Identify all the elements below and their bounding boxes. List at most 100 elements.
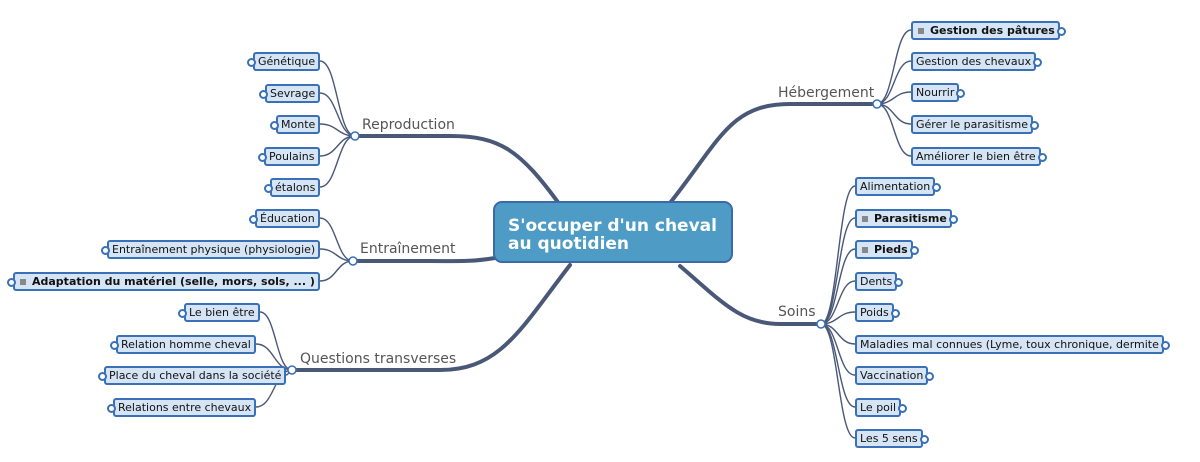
topic-node[interactable]: Éducation — [249, 209, 320, 228]
expand-handle-icon[interactable] — [259, 90, 268, 99]
expand-handle-icon[interactable] — [948, 215, 958, 224]
collapsed-marker-icon[interactable] — [862, 215, 868, 222]
topic-node[interactable]: Le bien être — [178, 303, 260, 322]
topic-node[interactable]: Maladies mal connues (Lyme, toux chroniq… — [855, 335, 1170, 354]
expand-handle-icon[interactable] — [909, 246, 919, 255]
collapsed-marker-icon[interactable] — [918, 27, 924, 34]
topic-node[interactable]: Vaccination — [855, 366, 935, 385]
expand-handle-icon[interactable] — [898, 404, 908, 413]
topic-label: Le bien être — [189, 306, 255, 319]
topic-node[interactable]: Relations entre chevaux — [107, 398, 257, 417]
topic-label: Gestion des pâtures — [930, 24, 1055, 37]
topic-node[interactable]: Place du cheval dans la société — [98, 366, 287, 385]
topic-node[interactable]: Génétique — [247, 52, 321, 71]
expand-handle-icon[interactable] — [925, 372, 935, 381]
topic-node[interactable]: Gérer le parasitisme — [911, 115, 1040, 134]
topic-label: Le poil — [860, 401, 897, 414]
topic-node[interactable]: Gestion des chevaux — [911, 52, 1043, 71]
main-branch-line — [290, 263, 572, 372]
central-topic-line-2: au quotidien — [508, 234, 630, 254]
topic-node[interactable]: Le poil — [855, 398, 908, 417]
topic-label: Les 5 sens — [860, 432, 918, 445]
topic-node[interactable]: Les 5 sens — [855, 429, 929, 448]
topic-node[interactable]: Relation homme cheval — [110, 335, 256, 354]
topic-node[interactable]: Dents — [855, 272, 904, 291]
topic-label: Maladies mal connues (Lyme, toux chroniq… — [860, 338, 1159, 351]
branch-3-label[interactable]: Hébergement — [778, 85, 875, 101]
collapsed-marker-icon[interactable] — [20, 278, 26, 285]
branch-hub-icon[interactable] — [287, 365, 297, 375]
expand-handle-icon[interactable] — [107, 404, 116, 413]
child-link-line — [820, 185, 856, 325]
expand-handle-icon[interactable] — [1033, 58, 1043, 67]
expand-handle-icon[interactable] — [7, 278, 16, 287]
topic-node[interactable]: Adaptation du matériel (selle, mors, sol… — [7, 272, 320, 291]
child-link-line — [319, 135, 356, 188]
child-link-line — [319, 135, 356, 157]
topic-label: Poids — [860, 306, 889, 319]
topic-node[interactable]: Nourrir — [911, 83, 966, 102]
expand-handle-icon[interactable] — [890, 309, 900, 318]
topic-label: Éducation — [260, 212, 315, 225]
expand-handle-icon[interactable] — [264, 184, 273, 193]
expand-handle-icon[interactable] — [1037, 153, 1047, 162]
topic-label: Relations entre chevaux — [118, 401, 252, 414]
expand-handle-icon[interactable] — [247, 58, 256, 67]
branch-2-label[interactable]: Questions transverses — [300, 351, 457, 367]
topic-label: Relation homme cheval — [121, 338, 251, 351]
expand-handle-icon[interactable] — [249, 215, 258, 224]
branch-4-label[interactable]: Soins — [778, 304, 816, 320]
topic-node[interactable]: étalons — [264, 178, 321, 197]
branch-0-label[interactable]: Reproduction — [362, 117, 455, 133]
expand-handle-icon[interactable] — [258, 153, 267, 162]
topic-label: Pieds — [874, 243, 908, 256]
expand-handle-icon[interactable] — [956, 89, 966, 98]
topic-node[interactable]: Parasitisme — [855, 209, 958, 228]
expand-handle-icon[interactable] — [1160, 341, 1170, 350]
topic-label: Dents — [860, 275, 893, 288]
topic-label: Alimentation — [860, 180, 931, 193]
topic-node[interactable]: Monte — [270, 115, 321, 134]
topic-node[interactable]: Poids — [855, 303, 900, 322]
topic-node[interactable]: Pieds — [855, 240, 919, 259]
topic-label: Parasitisme — [874, 212, 947, 225]
branch-hub-icon[interactable] — [816, 319, 826, 329]
expand-handle-icon[interactable] — [1056, 27, 1066, 36]
topic-label: étalons — [275, 181, 316, 194]
topic-label: Améliorer le bien être — [916, 150, 1036, 163]
child-link-line — [319, 260, 354, 282]
expand-handle-icon[interactable] — [270, 121, 279, 130]
expand-handle-icon[interactable] — [919, 435, 929, 444]
branch-1-label[interactable]: Entraînement — [360, 241, 456, 257]
expand-handle-icon[interactable] — [894, 278, 904, 287]
branch-hub-icon[interactable] — [350, 131, 360, 141]
expand-handle-icon[interactable] — [110, 341, 119, 350]
expand-handle-icon[interactable] — [932, 183, 942, 192]
main-branch-line — [351, 256, 497, 264]
central-topic[interactable]: S'occuper d'un cheval au quotidien — [493, 201, 733, 263]
child-link-line — [259, 311, 293, 371]
expand-handle-icon[interactable] — [101, 246, 110, 255]
topic-node[interactable]: Entraînement physique (physiologie) — [101, 240, 321, 259]
branch-hub-icon[interactable] — [348, 256, 358, 266]
topic-node[interactable]: Sevrage — [259, 84, 321, 103]
main-branch-line — [668, 102, 879, 205]
topic-node[interactable]: Poulains — [258, 147, 320, 166]
topic-label: Entraînement physique (physiologie) — [112, 243, 316, 256]
expand-handle-icon[interactable] — [1030, 121, 1040, 130]
topic-label: Adaptation du matériel (selle, mors, sol… — [32, 275, 315, 288]
branch-hub-icon[interactable] — [872, 99, 882, 109]
topic-node[interactable]: Alimentation — [855, 177, 942, 196]
topic-label: Monte — [281, 118, 316, 131]
expand-handle-icon[interactable] — [178, 309, 187, 318]
topic-label: Sevrage — [270, 87, 316, 100]
main-branch-line — [353, 134, 562, 207]
collapsed-marker-icon[interactable] — [862, 246, 868, 253]
topic-node[interactable]: Améliorer le bien être — [911, 147, 1047, 166]
child-link-line — [876, 103, 912, 157]
expand-handle-icon[interactable] — [98, 372, 107, 381]
topic-label: Poulains — [269, 150, 315, 163]
child-link-line — [319, 60, 356, 137]
topic-node[interactable]: Gestion des pâtures — [911, 21, 1066, 40]
